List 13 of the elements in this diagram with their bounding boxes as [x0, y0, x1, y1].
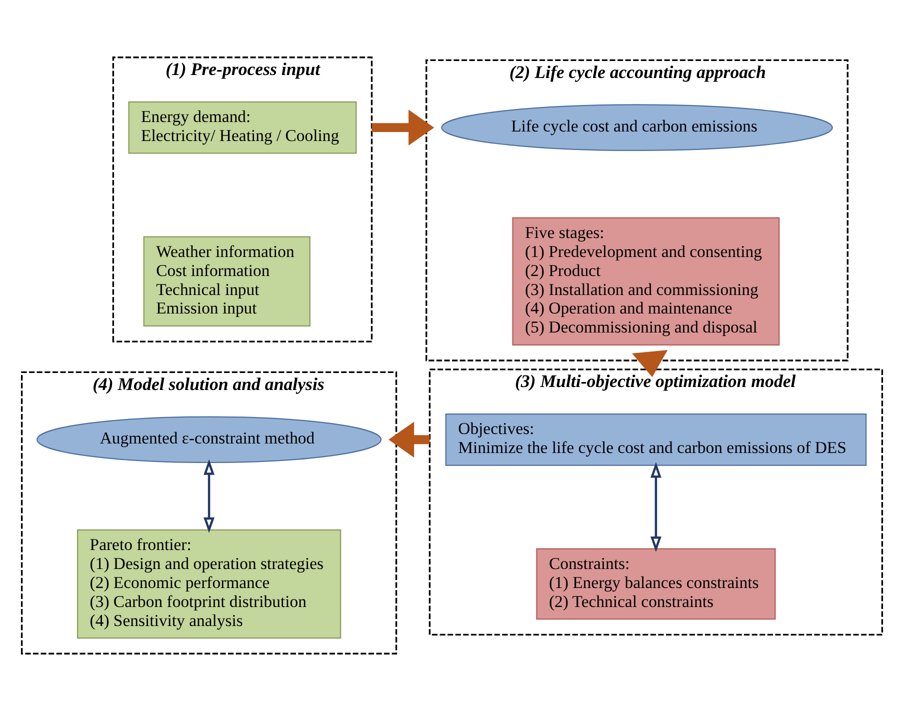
- node-box: Energy demand: Electricity/ Heating / Cooling: [128, 101, 357, 154]
- arrow: [388, 422, 430, 458]
- node-box: Weather information Cost information Technical input Emission input: [143, 236, 310, 327]
- node-box: Objectives: Minimize the life cycle cost and carbon emissions of DES: [445, 413, 867, 466]
- node-box: Pareto frontier: (1) Design and operation strategies (2) Economic performance (3) Carbon footprint distribution (4) Sensitivity analysis: [76, 529, 342, 639]
- arrow: [650, 462, 662, 552]
- arrow: [372, 110, 434, 146]
- node-ellipse: Life cycle cost and carbon emissions: [441, 104, 833, 151]
- arrow: [632, 350, 668, 378]
- node-box: Constraints: (1) Energy balances constraints (2) Technical constraints: [536, 548, 776, 620]
- node-box: Five stages: (1) Predevelopment and consenting (2) Product (3) Installation and commissioning (4) Operation and maintenance (5) Decommissioning and disposal: [512, 217, 780, 346]
- node-ellipse: Augmented ε-constraint method: [36, 416, 382, 464]
- arrow: [204, 459, 215, 533]
